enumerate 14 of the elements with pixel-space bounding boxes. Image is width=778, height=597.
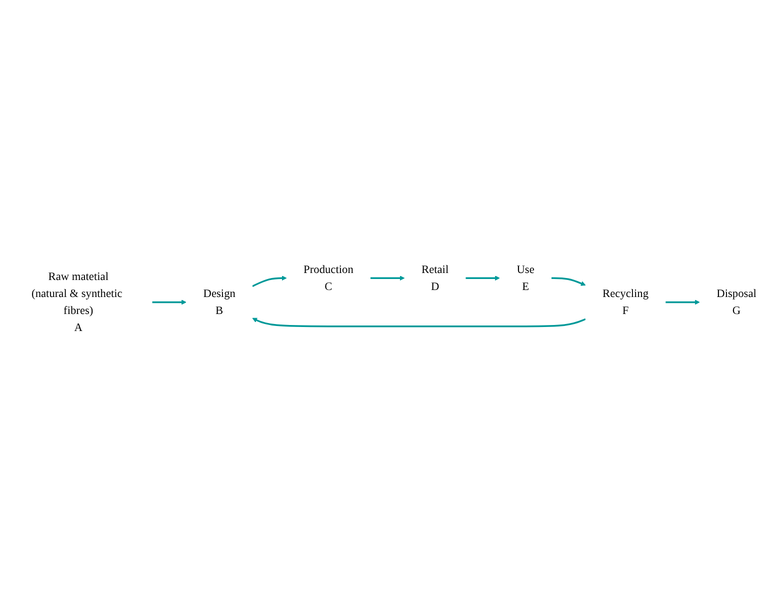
node-text: Use E xyxy=(516,263,534,293)
arrow xyxy=(252,318,586,328)
node-text: Design B xyxy=(203,287,236,317)
arrow xyxy=(252,275,287,287)
node-text: Recycling F xyxy=(602,287,649,317)
arrow xyxy=(152,300,186,305)
arrow xyxy=(666,300,700,305)
node-text: Disposal G xyxy=(716,287,756,317)
arrow xyxy=(551,277,586,286)
node-text: Raw matetial (natural & synthetic fibres) A xyxy=(32,270,122,334)
node-text: Retail D xyxy=(421,263,449,293)
arrow xyxy=(466,275,500,280)
node-text: Production C xyxy=(304,263,354,293)
arrow xyxy=(370,275,405,280)
